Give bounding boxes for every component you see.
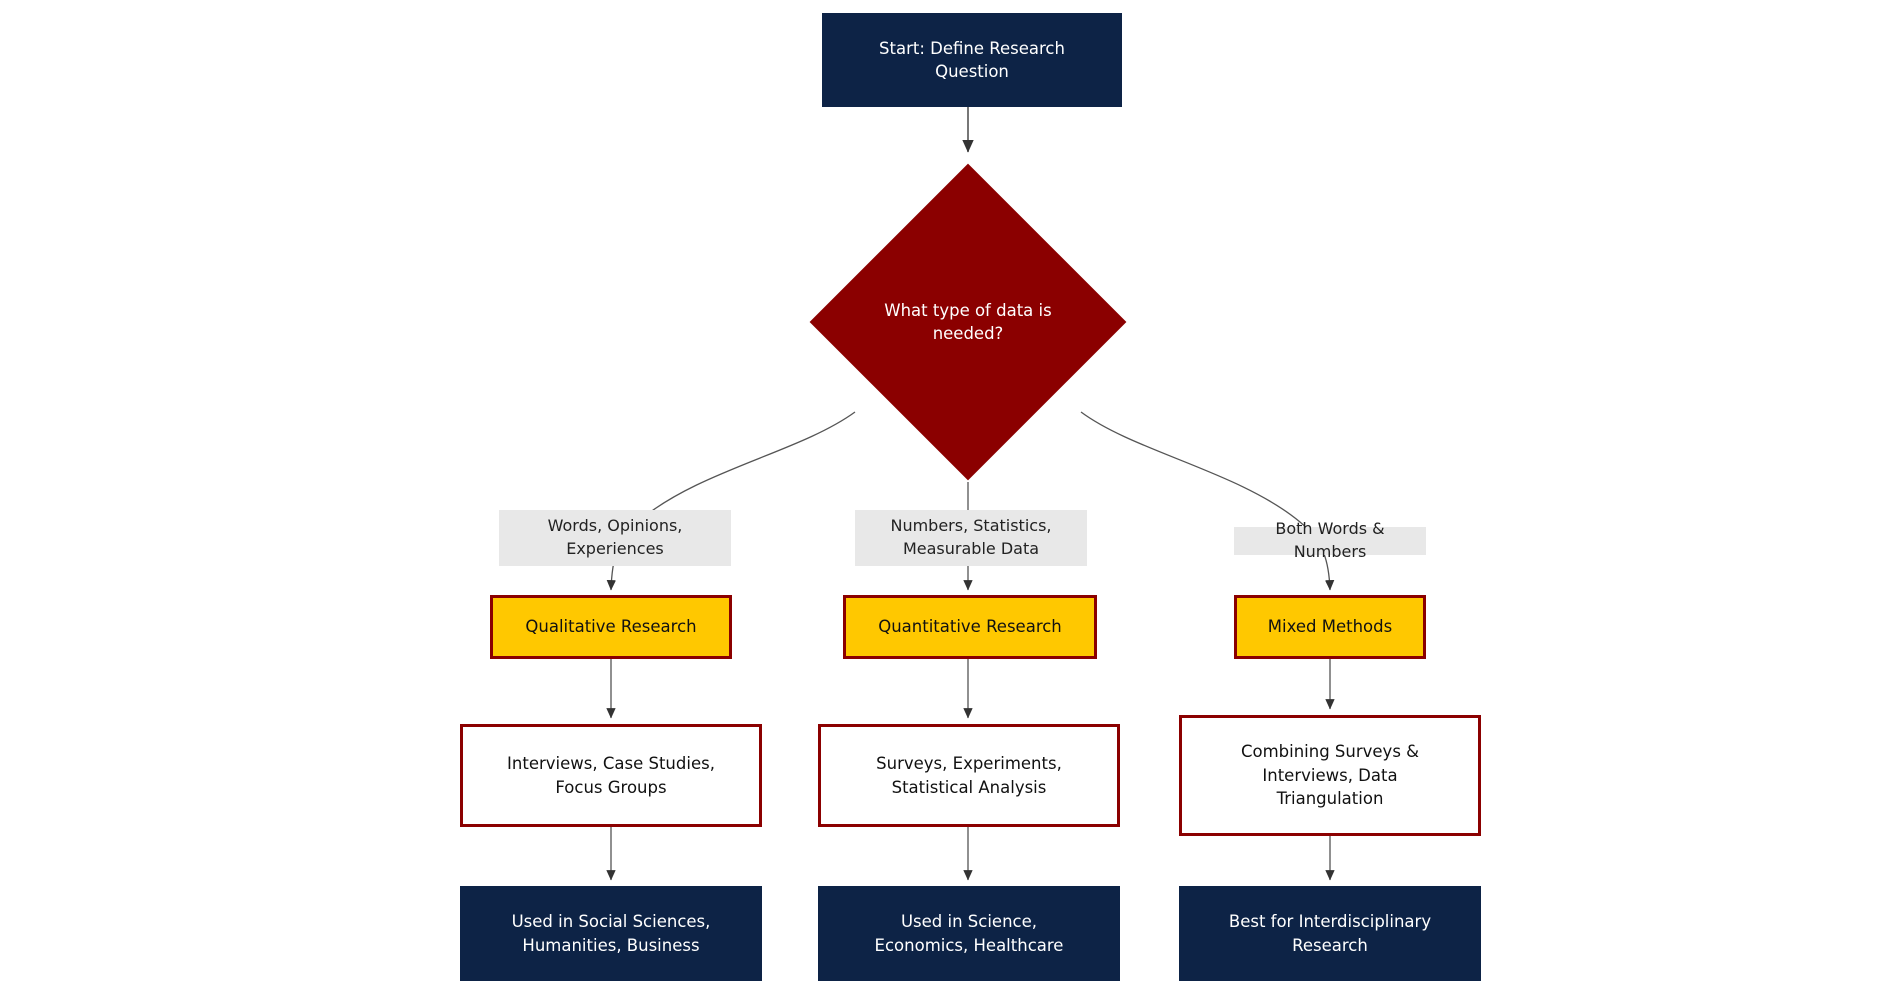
node-start-label: Start: Define Research Question xyxy=(879,38,1065,81)
edge-label-qualitative-branch: Words, Opinions, Experiences xyxy=(499,510,731,566)
node-quantitative-usage[interactable]: Used in Science, Economics, Healthcare xyxy=(818,886,1120,981)
node-quantitative-usage-label: Used in Science, Economics, Healthcare xyxy=(874,912,1064,955)
node-mixed-usage[interactable]: Best for Interdisciplinary Research xyxy=(1179,886,1481,981)
node-mixed-methods-detail[interactable]: Combining Surveys & Interviews, Data Tri… xyxy=(1179,715,1481,836)
node-qualitative-label: Qualitative Research xyxy=(525,617,697,637)
node-qualitative-research[interactable]: Qualitative Research xyxy=(490,595,732,659)
node-qualitative-usage[interactable]: Used in Social Sciences, Humanities, Bus… xyxy=(460,886,762,981)
node-mixed-usage-label: Best for Interdisciplinary Research xyxy=(1228,912,1432,955)
edge-label-mixed-text: Both Words & Numbers xyxy=(1275,519,1385,561)
node-decision-data-type[interactable]: What type of data is needed? xyxy=(809,163,1127,481)
node-quantitative-research[interactable]: Quantitative Research xyxy=(843,595,1097,659)
node-qualitative-methods[interactable]: Interviews, Case Studies, Focus Groups xyxy=(460,724,762,827)
node-quantitative-methods-label: Surveys, Experiments, Statistical Analys… xyxy=(876,754,1062,797)
node-mixed-methods-label: Mixed Methods xyxy=(1267,617,1393,637)
node-quantitative-methods[interactable]: Surveys, Experiments, Statistical Analys… xyxy=(818,724,1120,827)
node-mixed-methods-detail-label: Combining Surveys & Interviews, Data Tri… xyxy=(1240,742,1420,809)
node-quantitative-label: Quantitative Research xyxy=(878,617,1062,637)
edge-label-mixed-branch: Both Words & Numbers xyxy=(1234,519,1426,561)
node-mixed-methods[interactable]: Mixed Methods xyxy=(1234,595,1426,659)
edge-label-qualitative-text: Words, Opinions, Experiences xyxy=(547,516,683,558)
node-qualitative-usage-label: Used in Social Sciences, Humanities, Bus… xyxy=(511,912,711,955)
edge-label-quantitative-text: Numbers, Statistics, Measurable Data xyxy=(890,516,1052,558)
node-qualitative-methods-label: Interviews, Case Studies, Focus Groups xyxy=(507,754,715,797)
node-decision-label: What type of data is needed? xyxy=(884,300,1052,343)
edge-label-quantitative-branch: Numbers, Statistics, Measurable Data xyxy=(855,510,1087,566)
node-start[interactable]: Start: Define Research Question xyxy=(822,13,1122,107)
